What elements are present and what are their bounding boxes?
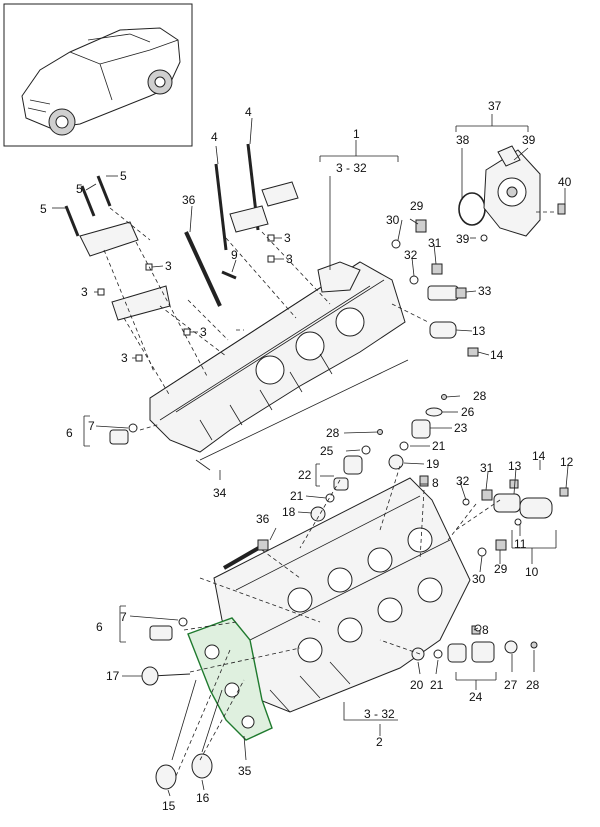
callout-26: 26 (461, 405, 475, 419)
callout-40: 40 (558, 175, 572, 189)
callout-21-b: 21 (290, 489, 304, 503)
callout-18: 18 (282, 505, 296, 519)
callout-23: 23 (454, 421, 468, 435)
callout-5-b: 5 (76, 182, 83, 196)
callout-10: 10 (525, 565, 539, 579)
range-label-top: 3 - 32 (336, 161, 367, 175)
callout-33: 33 (478, 284, 492, 298)
callout-30-b: 30 (472, 572, 486, 586)
callout-25: 25 (320, 444, 334, 458)
callout-39-b: 39 (456, 232, 470, 246)
head-gasket (187, 617, 273, 741)
assembly-lines (103, 207, 556, 777)
callout-21-c: 21 (430, 678, 444, 692)
callout-labels: 1 3 - 32 37 38 39 40 39 29 30 31 32 33 1… (40, 99, 574, 813)
callout-4-b: 4 (211, 130, 218, 144)
callout-31-a: 31 (428, 236, 442, 250)
vacuum-pump (458, 145, 566, 237)
callout-6-a: 6 (66, 426, 73, 440)
callout-35: 35 (238, 764, 252, 778)
callout-3-e: 3 (200, 325, 207, 339)
callout-32-a: 32 (404, 248, 418, 262)
callout-5-a: 5 (120, 169, 127, 183)
callout-20: 20 (410, 678, 424, 692)
callout-3-b: 3 (81, 285, 88, 299)
callout-36-a: 36 (182, 193, 196, 207)
callout-3-a: 3 (165, 259, 172, 273)
callout-21-a: 21 (432, 439, 446, 453)
callout-7-b: 7 (120, 610, 127, 624)
callout-6-b: 6 (96, 620, 103, 634)
callout-2: 2 (376, 735, 383, 749)
callout-28-a: 28 (473, 389, 487, 403)
callout-29-a: 29 (410, 199, 424, 213)
range-label-bottom: 3 - 32 (364, 707, 395, 721)
callout-34: 34 (213, 486, 227, 500)
callout-3-c: 3 (284, 231, 291, 245)
callout-30-a: 30 (386, 213, 400, 227)
callout-3-f: 3 (121, 351, 128, 365)
callout-39-a: 39 (522, 133, 536, 147)
bolts (64, 143, 481, 635)
cylinder-head-upper (149, 261, 409, 461)
plug-parts (109, 423, 188, 641)
leader-lines (52, 114, 569, 797)
valve-train-parts (141, 407, 538, 790)
callout-31-b: 31 (480, 461, 494, 475)
callout-22: 22 (298, 468, 312, 482)
callout-14-b: 14 (532, 449, 546, 463)
callout-9: 9 (231, 248, 238, 262)
callout-14-a: 14 (490, 348, 504, 362)
callout-4-a: 4 (245, 105, 252, 119)
callout-13-a: 13 (472, 324, 486, 338)
callout-37: 37 (488, 99, 502, 113)
callout-8-b: 8 (482, 623, 489, 637)
callout-5-c: 5 (40, 202, 47, 216)
callout-29-b: 29 (494, 562, 508, 576)
callout-7-a: 7 (88, 419, 95, 433)
callout-15: 15 (162, 799, 176, 813)
callout-19: 19 (426, 457, 440, 471)
callout-28-c: 28 (526, 678, 540, 692)
callout-13-b: 13 (508, 459, 522, 473)
callout-8-a: 8 (432, 476, 439, 490)
callout-11: 11 (514, 537, 527, 551)
vehicle-thumbnail (3, 3, 193, 147)
callout-28-b: 28 (326, 426, 340, 440)
callout-12: 12 (560, 455, 574, 469)
callout-38: 38 (456, 133, 470, 147)
callout-17: 17 (106, 669, 120, 683)
callout-36-b: 36 (256, 512, 270, 526)
callout-3-d: 3 (286, 252, 293, 266)
callout-32-b: 32 (456, 474, 470, 488)
callout-16: 16 (196, 791, 210, 805)
callout-27: 27 (504, 678, 518, 692)
callout-24: 24 (469, 690, 483, 704)
lower-head-fittings (462, 479, 569, 632)
upper-head-fittings (391, 219, 488, 357)
callout-1: 1 (353, 127, 360, 141)
